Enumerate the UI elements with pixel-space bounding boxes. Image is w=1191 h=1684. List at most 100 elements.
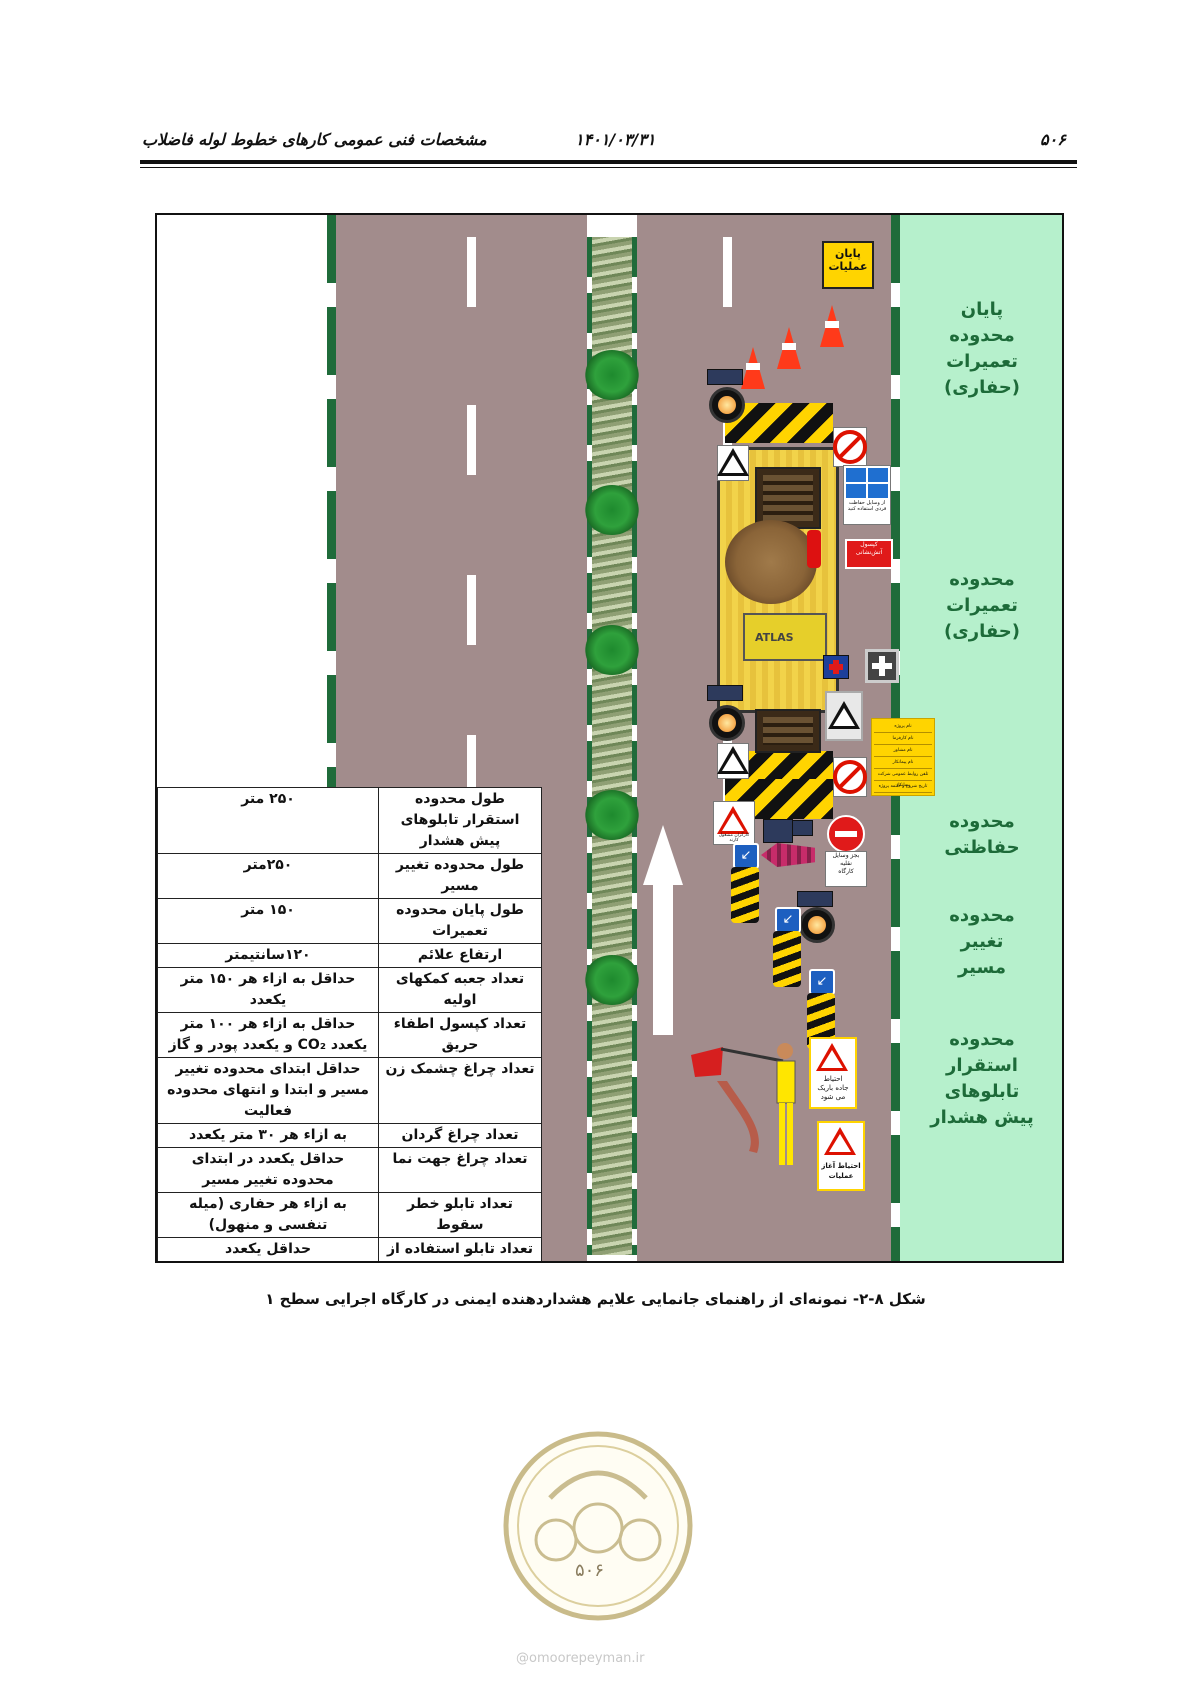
flashing-light [709, 705, 745, 741]
no-pedestrian-sign [833, 757, 867, 797]
table-cell-value: ۱۲۰سانتیمتر [157, 943, 379, 968]
traffic-cone [820, 305, 844, 347]
solar-panel [707, 685, 743, 701]
lane-dash [467, 575, 476, 645]
table-row: تعداد تابلو استفاده از وسایل حفاظت فردیح… [157, 1237, 542, 1261]
table-cell-label: طول پایان محدوده تعمیرات [378, 898, 542, 944]
start-of-operations-sign: احتیاط آغاز عملیات [817, 1121, 865, 1191]
fire-extinguisher [807, 530, 821, 568]
solar-board [763, 819, 793, 843]
no-entry-text: بجز وسایل نقلیه کارگاه [825, 851, 867, 887]
electrical-hazard-sign [825, 691, 863, 741]
no-entry-sign [827, 815, 865, 853]
table-cell-value: ۱۵۰ متر [157, 898, 379, 944]
soil-mound [725, 520, 817, 604]
median-grass [587, 237, 637, 1255]
lane-dash [467, 735, 476, 805]
excavation-pit-2 [755, 709, 821, 753]
table-cell-value: به ازاء هر ۳۰ متر یکعدد [157, 1123, 379, 1148]
fall-hazard-sign [717, 743, 749, 779]
zone-label-end-repair: پایان محدوده تعمیرات (حفاری) [943, 299, 1020, 398]
narrow-road-sign: احتیاط جاده باریک می شود [809, 1037, 857, 1109]
table-cell-value: حداقل یکعدد [157, 1237, 379, 1261]
excavation-pit [755, 467, 821, 529]
chevron-marker [731, 867, 759, 923]
project-board-line: نام مشاور [874, 745, 932, 757]
zone-label-diversion: محدوده تغییر مسیر [949, 905, 1015, 978]
direction-arrow-sign: ↙ [775, 907, 801, 933]
lane-dash [467, 405, 476, 475]
header-title: مشخصات فنی عمومی کارهای خطوط لوله فاضلاب [142, 130, 487, 149]
table-cell-value: حداقل به ازاء هر ۱۰۰ متر یکعدد CO₂ و یکع… [157, 1012, 379, 1058]
median-tree [584, 485, 640, 535]
median-tree [584, 955, 640, 1005]
site-layout-figure: پایان عملیات ATLAS از وسایل حفاظت فر [155, 213, 1064, 1263]
start-of-operations-text: احتیاط آغاز عملیات [821, 1162, 861, 1180]
zone-label-warning-signs: محدوده استقرار تابلوهای پیش هشدار [930, 1029, 1034, 1128]
direction-arrow-sign: ↙ [809, 969, 835, 995]
table-cell-label: ارتفاع علائم [378, 943, 542, 968]
table-cell-label: طول محدوده تغییر مسیر [378, 853, 542, 899]
table-cell-label: تعداد چراغ گردان [378, 1123, 542, 1148]
table-cell-value: ۲۵۰ متر [157, 787, 379, 854]
end-of-operations-sign: پایان عملیات [822, 241, 874, 289]
project-board-line: تلفن روابط عمومی شرکت پیمانکار [874, 769, 932, 788]
table-cell-value: حداقل ابتدای محدوده تغییر مسیر و ابتدا و… [157, 1057, 379, 1124]
lane-dash [723, 237, 732, 307]
header-rule-thin [140, 167, 1077, 168]
compressor-brand: ATLAS [755, 631, 794, 644]
table-cell-label: طول محدوده استقرار تابلوهای پیش هشدار [378, 787, 542, 854]
table-cell-label: تعداد چراغ چشمک زن [378, 1057, 542, 1124]
table-cell-value: حداقل به ازاء هر ۱۵۰ متر یکعدد [157, 967, 379, 1013]
header-rule [140, 160, 1077, 164]
project-board-line: نام کارفرما [874, 733, 932, 745]
project-board-line: نام پیمانکار [874, 757, 932, 769]
flashing-light [709, 387, 745, 423]
median-tree [584, 350, 640, 400]
lane-dash [467, 237, 476, 307]
traffic-cone [777, 327, 801, 369]
solar-panel [707, 369, 743, 385]
fire-extinguisher-sign: کپسول آتش‌نشانی [845, 539, 893, 569]
air-compressor: ATLAS [743, 613, 827, 661]
page-number: ۵۰۶ [1040, 130, 1066, 149]
table-cell-label: تعداد چراغ جهت نما [378, 1147, 542, 1193]
zone-label-protection: محدوده حفاظتی [944, 811, 1020, 858]
header-date: ۱۴۰۱/۰۳/۳۱ [575, 130, 656, 149]
flagger-worker [691, 1043, 796, 1165]
median-tree [584, 790, 640, 840]
table-cell-value: ۲۵۰متر [157, 853, 379, 899]
project-board-line: نام پروژه [874, 721, 932, 733]
zone-label-repair: محدوده تعمیرات (حفاری) [943, 569, 1020, 642]
table-cell-label: تعداد تابلو استفاده از وسایل حفاظت فردی [378, 1237, 542, 1261]
table-cell-value: به ازاء هر حفاری (میله تنفسی و منهول) [157, 1192, 379, 1238]
footer-url: @omoorepeyman.ir [516, 1651, 645, 1666]
solar-panel [797, 891, 833, 907]
table-cell-value: حداقل یکعدد در ابتدای محدوده تغییر مسیر [157, 1147, 379, 1193]
project-board-line: تاریخ شروع و خاتمه پروژه [874, 781, 932, 793]
first-aid-kit [823, 655, 849, 679]
table-cell-label: تعداد تابلو خطر سقوط [378, 1192, 542, 1238]
direction-arrow-sign: ↙ [733, 843, 759, 869]
narrow-road-text: احتیاط جاده باریک می شود [817, 1075, 849, 1101]
seal-page-number: ۵۰۶ [575, 1560, 605, 1581]
no-pedestrian-sign [833, 427, 867, 467]
flashing-light [799, 907, 835, 943]
ppe-notice-text: از وسایل حفاظت فردی استفاده کنید [847, 500, 887, 512]
road-workers-text: کارگران مشغول کارند [718, 833, 750, 843]
traffic-cone [741, 347, 765, 389]
chevron-marker [773, 931, 801, 987]
